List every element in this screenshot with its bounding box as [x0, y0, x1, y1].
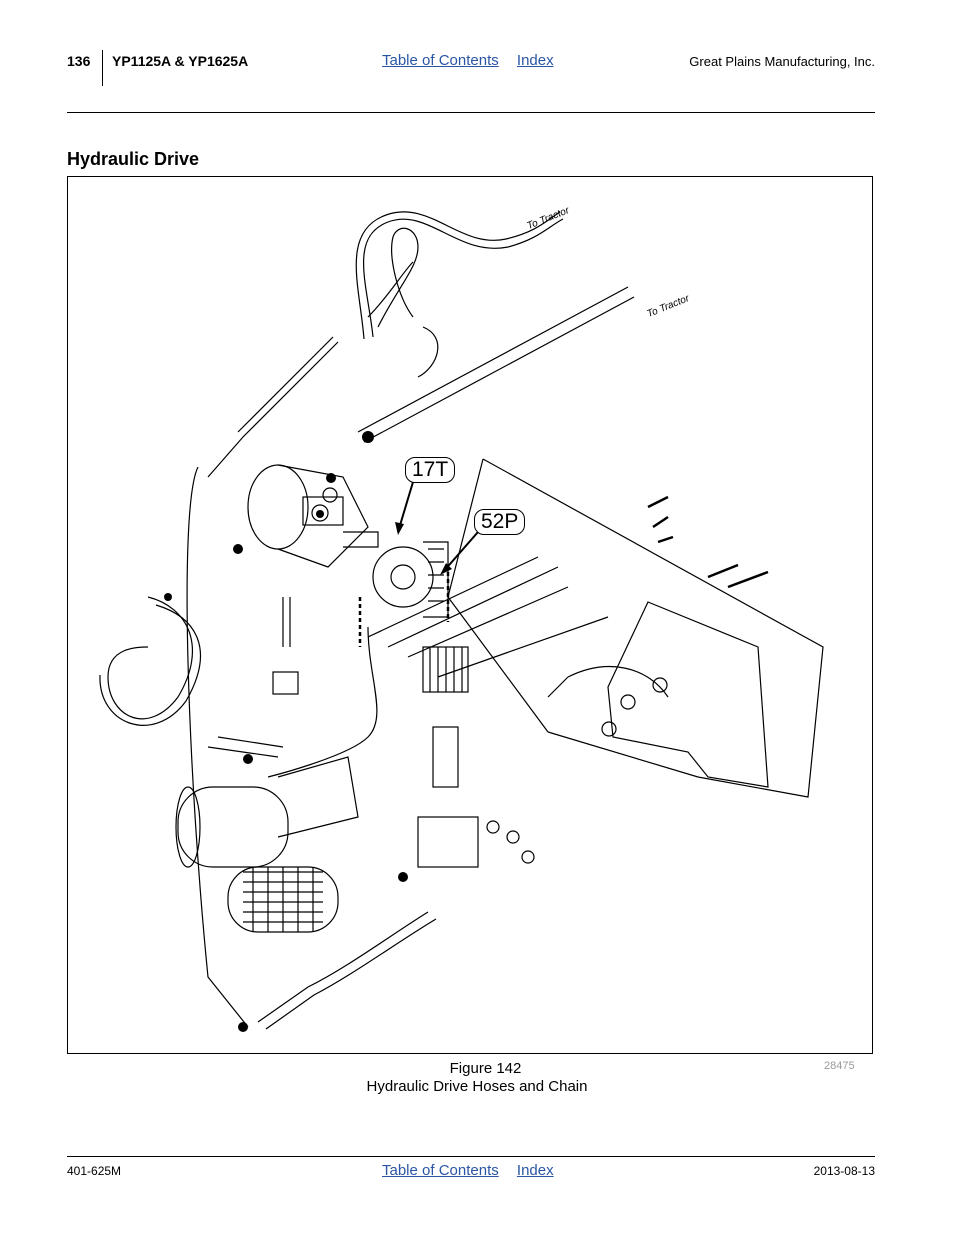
publication-date: 2013-08-13 — [813, 1164, 875, 1178]
footer-nav: Table of Contents Index — [382, 1162, 568, 1179]
footer-table-of-contents-link[interactable]: Table of Contents — [382, 1162, 499, 1179]
table-of-contents-link[interactable]: Table of Contents — [382, 52, 499, 69]
sprocket-callout: 17T — [405, 457, 456, 483]
index-link[interactable]: Index — [516, 52, 554, 69]
hydraulic-drive-illustration — [99, 211, 824, 1032]
footer-index-link[interactable]: Index — [516, 1162, 554, 1179]
figure-caption: Figure 142 Hydraulic Drive Hoses and Cha… — [0, 1060, 954, 1096]
section-title: Hydraulic Drive — [67, 149, 200, 169]
page-number: 136 — [67, 53, 91, 69]
drawing-id: 28475 — [824, 1060, 855, 1072]
footer-rule — [67, 1156, 875, 1157]
document-number: 401-625M — [67, 1164, 122, 1178]
header-rule — [67, 112, 875, 113]
figure-frame: 17T 52P To Tractor To Tractor — [67, 176, 873, 1054]
header-divider — [102, 50, 103, 86]
chain-callout: 52P — [474, 509, 526, 535]
figure-caption-text: Hydraulic Drive Hoses and Chain — [366, 1078, 588, 1095]
header-nav: Table of Contents Index — [382, 52, 568, 69]
company-name: Great Plains Manufacturing, Inc. — [689, 54, 875, 69]
model-title: YP1125A & YP1625A — [112, 53, 249, 69]
figure-number: Figure 142 — [449, 1060, 522, 1077]
